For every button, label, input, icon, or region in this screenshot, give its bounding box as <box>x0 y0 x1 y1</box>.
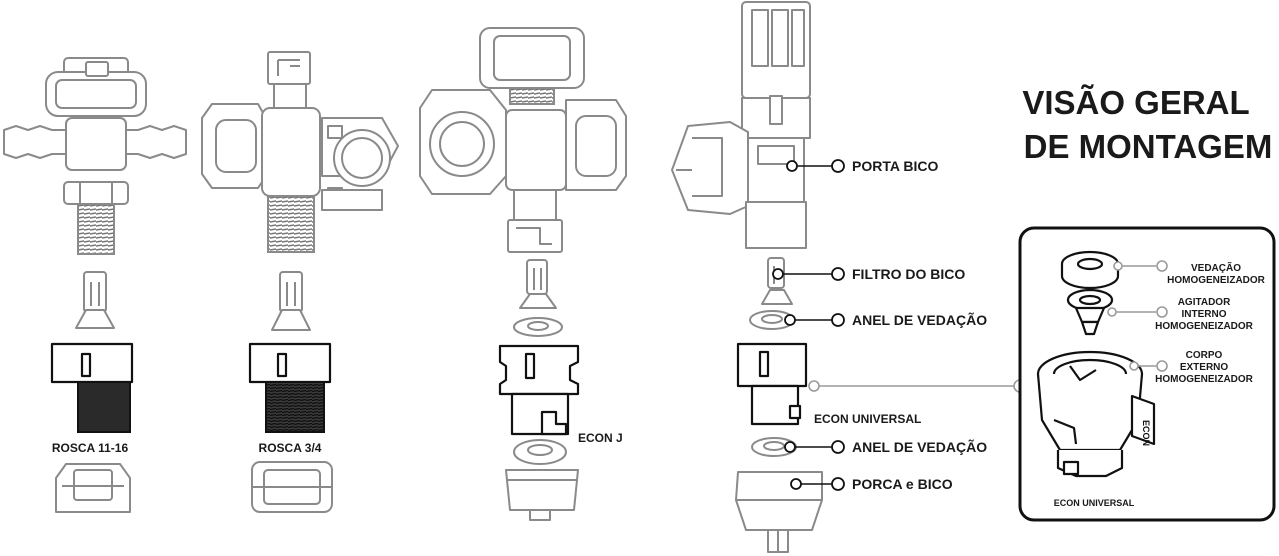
callout-filtro-do-bico: FILTRO DO BICO <box>772 266 965 282</box>
title-line-1: VISÃO GERAL <box>1022 84 1249 121</box>
nozzle-holder-body-1 <box>3 57 187 255</box>
inset-label-corpo-3: HOMOGENEIZADOR <box>1155 374 1254 385</box>
thread-adapter-11-16 <box>50 342 134 433</box>
label-rosca-3-4: ROSCA 3/4 <box>259 441 322 455</box>
nozzle-holder-body-3 <box>419 27 627 253</box>
callout-label-anel-de-vedacao-1: ANEL DE VEDAÇÃO <box>852 311 987 328</box>
callout-label-anel-de-vedacao-2: ANEL DE VEDAÇÃO <box>852 438 987 455</box>
callout-label-porta-bico: PORTA BICO <box>852 158 938 174</box>
assembly-econ-j: ECON J <box>419 27 627 521</box>
seal-ring-3b <box>513 439 567 465</box>
nut-rosca-11-16 <box>55 463 131 513</box>
assembly-econ-universal: ECON UNIVERSAL <box>671 1 921 553</box>
inset-label-agitador-1: AGITADOR <box>1178 297 1231 308</box>
assembly-rosca-3-4: ROSCA 3/4 <box>201 51 399 513</box>
inset-seal-part <box>1060 250 1120 290</box>
nozzle-filter-1 <box>75 271 115 329</box>
inset-label-vedacao-1: VEDAÇÃO <box>1191 261 1241 274</box>
label-econ-j: ECON J <box>578 431 623 445</box>
inset-body-part: ECON <box>1036 350 1156 478</box>
callout-anel-de-vedacao-2: ANEL DE VEDAÇÃO <box>784 438 987 455</box>
inset-callout-corpo: CORPO EXTERNO HOMOGENEIZADOR <box>1129 350 1254 385</box>
nozzle-filter-3 <box>519 259 557 309</box>
inset-econ-universal: ECON VEDAÇÃO HOMOGENEIZADOR AGITADOR INT… <box>1018 226 1276 522</box>
title-line-2: DE MONTAGEM <box>1024 128 1273 165</box>
inset-label-agitador-2: INTERNO <box>1182 309 1227 320</box>
nut-rosca-3-4 <box>251 461 333 513</box>
callout-anel-de-vedacao-1: ANEL DE VEDAÇÃO <box>784 311 987 328</box>
inset-callout-vedacao: VEDAÇÃO HOMOGENEIZADOR <box>1113 260 1266 286</box>
page-title: VISÃO GERAL DE MONTAGEM <box>1022 84 1272 165</box>
seal-ring-4b <box>751 437 797 457</box>
inset-body-marking: ECON <box>1141 420 1151 446</box>
thread-adapter-3-4 <box>248 342 332 433</box>
assembly-rosca-11-16: ROSCA 11-16 <box>3 57 187 513</box>
nozzle-filter-4 <box>761 257 793 305</box>
seal-ring-3a <box>513 317 563 337</box>
nozzle-holder-body-4 <box>671 1 811 249</box>
econ-universal-adapter <box>736 342 808 426</box>
callout-label-porca-e-bico: PORCA e BICO <box>852 476 953 492</box>
nozzle-3 <box>505 469 579 521</box>
inset-connector <box>808 379 1027 393</box>
inset-label-corpo-2: EXTERNO <box>1180 362 1229 373</box>
nozzle-holder-body-2 <box>201 51 399 253</box>
inset-label-agitador-3: HOMOGENEIZADOR <box>1155 321 1254 332</box>
label-rosca-11-16: ROSCA 11-16 <box>52 441 129 455</box>
callout-porta-bico: PORTA BICO <box>786 158 938 174</box>
inset-agitator-part <box>1066 288 1114 336</box>
label-econ-universal: ECON UNIVERSAL <box>814 412 921 426</box>
inset-caption: ECON UNIVERSAL <box>1054 498 1135 508</box>
callout-porca-e-bico: PORCA e BICO <box>790 476 953 492</box>
inset-label-vedacao-2: HOMOGENEIZADOR <box>1167 275 1266 286</box>
econ-j-adapter <box>498 344 580 436</box>
inset-label-corpo-1: CORPO <box>1186 350 1223 361</box>
nozzle-filter-2 <box>271 271 311 331</box>
callout-label-filtro-do-bico: FILTRO DO BICO <box>852 266 965 282</box>
inset-callout-agitador: AGITADOR INTERNO HOMOGENEIZADOR <box>1107 297 1254 332</box>
